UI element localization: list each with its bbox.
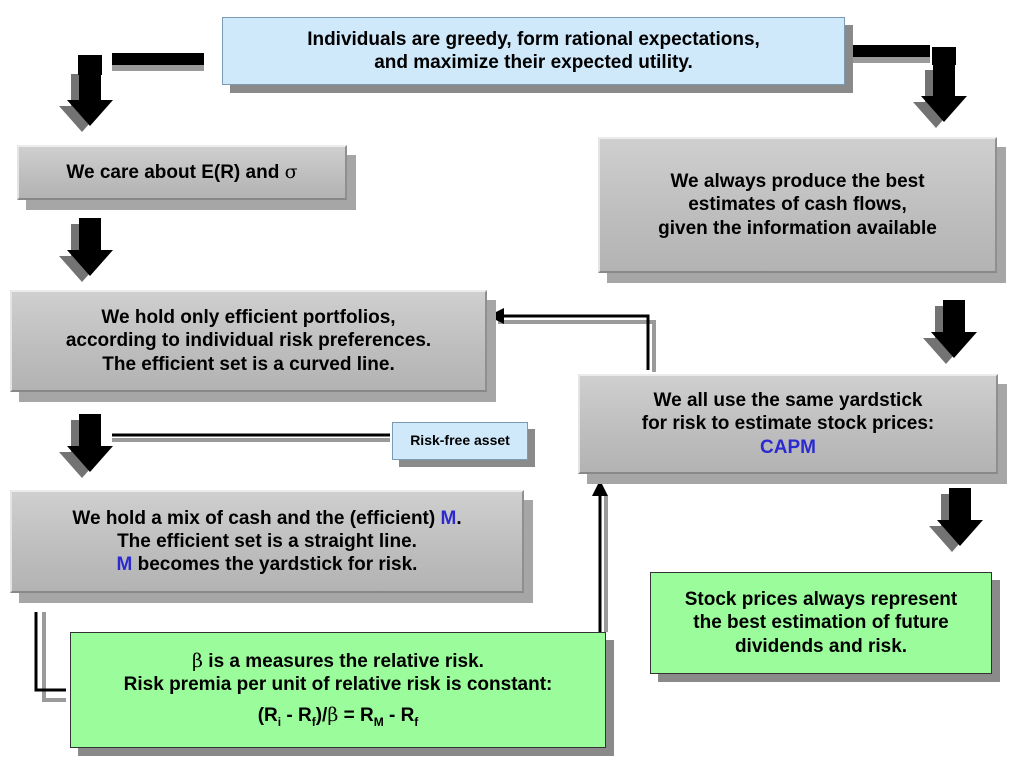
text-line: The efficient set is a curved line. xyxy=(102,353,395,375)
formula-sub: f xyxy=(414,715,419,730)
m-symbol: M xyxy=(116,554,133,576)
text-line: The efficient set is a straight line. xyxy=(117,530,417,552)
connector-riskfree xyxy=(112,433,390,442)
arrow-down-5 xyxy=(923,300,977,364)
text-line: and maximize their expected utility. xyxy=(374,52,693,73)
beta-symbol: β xyxy=(327,704,339,727)
text-line: M becomes the yardstick for risk. xyxy=(117,553,418,576)
box-mix-cash-m: We hold a mix of cash and the (efficient… xyxy=(10,490,524,593)
risk-free-label: Risk-free asset xyxy=(410,432,510,449)
text-line: dividends and risk. xyxy=(734,635,908,657)
text-line: We hold a mix of cash and the (efficient… xyxy=(72,507,461,530)
care-text: We care about E(R) and xyxy=(66,161,285,183)
mix-text: becomes the yardstick for risk. xyxy=(132,554,418,576)
text-line: for risk to estimate stock prices: xyxy=(641,413,935,435)
arrow-down-3 xyxy=(59,414,113,478)
mix-text: We hold a mix of cash and the (efficient… xyxy=(72,507,441,529)
box-same-yardstick: We all use the same yardstick for risk t… xyxy=(578,374,998,474)
formula-sub: f xyxy=(311,715,316,730)
arrow-down-6 xyxy=(929,488,983,552)
text-line: We always produce the best xyxy=(670,171,925,193)
mix-period: . xyxy=(456,507,462,529)
text-line: given the information available xyxy=(658,217,937,239)
text-line: We care about E(R) and σ xyxy=(66,161,297,184)
box-beta-relative-risk: β is a measures the relative risk. Risk … xyxy=(70,632,606,748)
text-line: We all use the same yardstick xyxy=(653,390,923,412)
formula-part: - R xyxy=(383,705,415,727)
text-line: according to individual risk preferences… xyxy=(65,330,432,352)
arrow-down-1 xyxy=(59,68,113,132)
text-line: Stock prices always represent xyxy=(684,589,958,611)
sigma-symbol: σ xyxy=(284,160,298,183)
connector-mix-to-beta xyxy=(34,612,66,702)
box-rational-expectations: Individuals are greedy, form rational ex… xyxy=(222,17,845,85)
formula: (Ri - Rf)/β = RM - Rf xyxy=(258,704,419,729)
box-risk-free-asset: Risk-free asset xyxy=(392,422,528,460)
text-line: the best estimation of future xyxy=(693,612,949,634)
box-care-about-er: We care about E(R) and σ xyxy=(17,145,347,200)
text-line: Individuals are greedy, form rational ex… xyxy=(307,28,760,50)
connector-beta-to-yardstick xyxy=(592,480,608,632)
text-line: Risk premia per unit of relative risk is… xyxy=(123,674,553,696)
connector-yardstick-to-efficient xyxy=(488,308,656,372)
connector-top-left xyxy=(112,53,204,71)
arrow-down-2 xyxy=(59,218,113,282)
formula-part: )/ xyxy=(315,705,328,727)
box-efficient-portfolios: We hold only efficient portfolios, accor… xyxy=(10,290,487,392)
text-line: estimates of cash flows, xyxy=(688,194,907,216)
formula-part: (R xyxy=(257,705,278,727)
m-symbol: M xyxy=(440,507,457,529)
beta-symbol: β xyxy=(192,650,204,673)
formula-part: - R xyxy=(281,705,312,727)
formula-part: = R xyxy=(338,705,374,727)
formula-sub: i xyxy=(277,715,282,730)
box-stock-prices: Stock prices always represent the best e… xyxy=(650,572,992,674)
beta-text: is a measures the relative risk. xyxy=(203,651,484,673)
text-line: β is a measures the relative risk. xyxy=(192,650,484,673)
capm-label: CAPM xyxy=(760,436,816,458)
text-line: We hold only efficient portfolios, xyxy=(101,307,396,329)
box-best-estimates: We always produce the best estimates of … xyxy=(598,137,997,273)
formula-sub: M xyxy=(373,715,384,730)
connector-top-right xyxy=(852,45,930,63)
arrow-down-4 xyxy=(913,64,967,128)
